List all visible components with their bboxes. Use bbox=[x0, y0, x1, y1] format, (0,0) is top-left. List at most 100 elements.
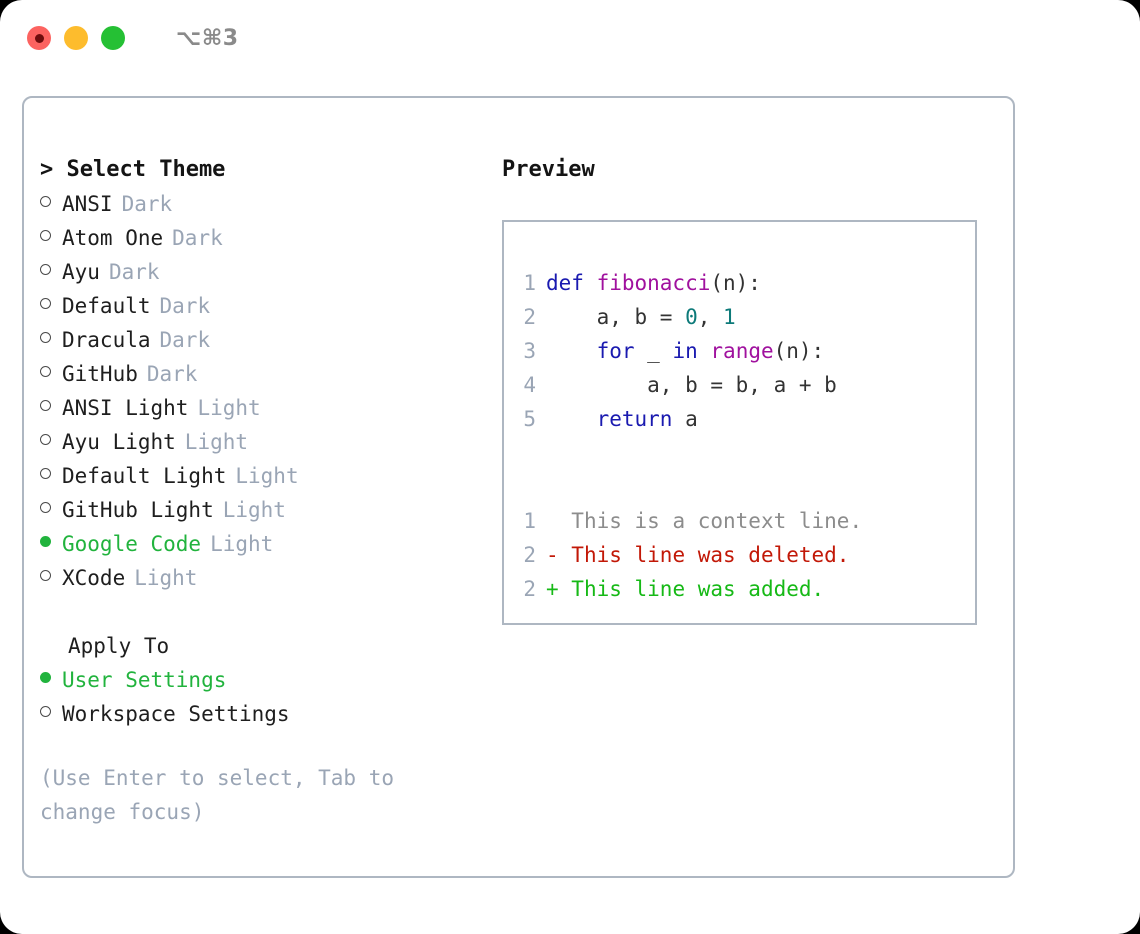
code-token-num: 0 bbox=[685, 305, 698, 329]
theme-option-category: Dark bbox=[121, 192, 173, 216]
apply-to-option-user-settings[interactable]: User Settings bbox=[40, 663, 490, 697]
theme-option-label: Ayu Light bbox=[62, 430, 176, 454]
theme-option-default[interactable]: Default Dark bbox=[40, 289, 490, 323]
radio-unselected-icon[interactable] bbox=[40, 400, 62, 411]
title-bar: ⌥⌘3 bbox=[0, 0, 1140, 76]
theme-option-category: Light bbox=[222, 498, 286, 522]
code-line-number: 4 bbox=[523, 373, 536, 397]
diff-marker: + bbox=[546, 577, 572, 601]
radio-unselected-icon[interactable] bbox=[40, 196, 62, 207]
theme-option-category: Dark bbox=[108, 260, 160, 284]
code-token-pl bbox=[546, 339, 597, 363]
code-token-pl: _ bbox=[634, 339, 673, 363]
code-line-number: 5 bbox=[523, 407, 536, 431]
code-line: 5 return a bbox=[504, 402, 975, 436]
theme-option-ayu-light[interactable]: Ayu Light Light bbox=[40, 425, 490, 459]
code-token-kw: in bbox=[672, 339, 698, 363]
code-token-kw: for bbox=[596, 339, 635, 363]
code-token-pl: (n): bbox=[773, 339, 825, 363]
code-token-kw: def bbox=[546, 271, 597, 295]
maximize-button-icon[interactable] bbox=[101, 26, 125, 50]
theme-option-label: XCode bbox=[62, 566, 126, 590]
code-line: 3 for _ in range(n): bbox=[504, 334, 975, 368]
theme-option-category: Light bbox=[184, 430, 249, 454]
theme-option-category: Dark bbox=[159, 328, 211, 352]
theme-option-atom-one[interactable]: Atom One Dark bbox=[40, 221, 490, 255]
radio-unselected-icon[interactable] bbox=[40, 264, 62, 275]
radio-selected-icon[interactable] bbox=[40, 672, 62, 683]
select-theme-heading: > Select Theme bbox=[40, 157, 226, 182]
preview-heading: Preview bbox=[502, 157, 595, 182]
radio-unselected-icon[interactable] bbox=[40, 332, 62, 343]
theme-option-ansi[interactable]: ANSI Dark bbox=[40, 187, 490, 221]
radio-unselected-icon[interactable] bbox=[40, 298, 62, 309]
spacer bbox=[504, 470, 975, 504]
theme-option-category: Light bbox=[235, 464, 299, 488]
code-token-pl bbox=[546, 407, 597, 431]
apply-to-option-workspace-settings[interactable]: Workspace Settings bbox=[40, 697, 490, 731]
diff-line-deleted: 2- This line was deleted. bbox=[504, 538, 975, 572]
code-line-content: return a bbox=[546, 402, 698, 436]
theme-option-label: ANSI bbox=[62, 192, 113, 216]
theme-option-ayu[interactable]: Ayu Dark bbox=[40, 255, 490, 289]
close-button-icon[interactable] bbox=[27, 26, 51, 50]
theme-option-label: GitHub bbox=[62, 362, 138, 386]
theme-option-label: Dracula bbox=[62, 328, 151, 352]
diff-line-number: 2 bbox=[523, 543, 536, 567]
theme-option-category: Light bbox=[210, 532, 274, 556]
theme-option-dracula[interactable]: Dracula Dark bbox=[40, 323, 490, 357]
code-line: 4 a, b = b, a + b bbox=[504, 368, 975, 402]
radio-unselected-icon[interactable] bbox=[40, 706, 62, 717]
code-token-pl: , bbox=[697, 305, 724, 329]
code-token-pl: a, b = b, a + b bbox=[546, 373, 837, 397]
theme-option-label: Google Code bbox=[62, 532, 202, 556]
diff-marker bbox=[546, 504, 571, 538]
diff-line-number: 2 bbox=[523, 577, 536, 601]
apply-to-option-label: Workspace Settings bbox=[62, 702, 290, 726]
code-token-fn: fibonacci bbox=[596, 271, 711, 295]
radio-unselected-icon[interactable] bbox=[40, 468, 62, 479]
theme-option-google-code[interactable]: Google Code Light bbox=[40, 527, 490, 561]
code-line-content: def fibonacci(n): bbox=[546, 266, 761, 300]
theme-option-label: Default bbox=[62, 294, 151, 318]
theme-option-category: Dark bbox=[159, 294, 211, 318]
theme-option-github[interactable]: GitHub Dark bbox=[40, 357, 490, 391]
radio-unselected-icon[interactable] bbox=[40, 230, 62, 241]
code-token-pl: a, b = bbox=[546, 305, 686, 329]
code-line-number: 3 bbox=[523, 339, 536, 363]
radio-unselected-icon[interactable] bbox=[40, 434, 62, 445]
code-line-content: a, b = b, a + b bbox=[546, 368, 837, 402]
diff-text: This is a context line. bbox=[571, 509, 863, 533]
radio-unselected-icon[interactable] bbox=[40, 570, 62, 581]
shortcut-label: ⌥⌘3 bbox=[176, 25, 239, 51]
theme-option-label: Ayu bbox=[62, 260, 100, 284]
code-token-fn: range bbox=[710, 339, 774, 363]
minimize-button-icon[interactable] bbox=[64, 26, 88, 50]
code-token-pl bbox=[698, 339, 711, 363]
radio-unselected-icon[interactable] bbox=[40, 502, 62, 513]
code-line: 2 a, b = 0, 1 bbox=[504, 300, 975, 334]
radio-selected-icon[interactable] bbox=[40, 536, 62, 547]
theme-option-label: Atom One bbox=[62, 226, 164, 250]
diff-sample: 1 This is a context line.2- This line wa… bbox=[504, 504, 975, 606]
code-token-pl: (n): bbox=[710, 271, 761, 295]
theme-option-label: ANSI Light bbox=[62, 396, 189, 420]
diff-text: This line was deleted. bbox=[571, 543, 850, 567]
theme-option-category: Dark bbox=[172, 226, 223, 250]
code-token-num: 1 bbox=[723, 305, 736, 329]
theme-option-category: Dark bbox=[146, 362, 198, 386]
radio-unselected-icon[interactable] bbox=[40, 366, 62, 377]
